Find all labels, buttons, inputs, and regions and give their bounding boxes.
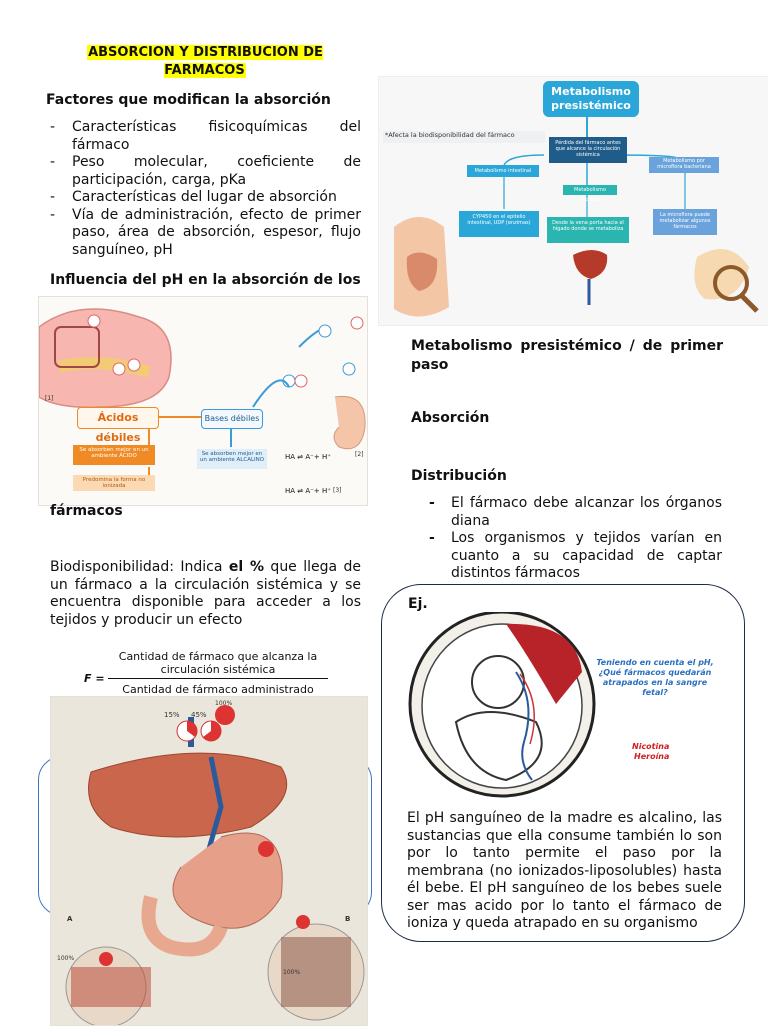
drug-nicotina: Nicotina — [632, 742, 670, 751]
percent-15: 15% — [164, 711, 180, 719]
fetal-figure: Teniendo en cuenta el pH, ¿Qué fármacos … — [406, 612, 722, 800]
ref-2: [2] — [355, 451, 364, 458]
bases-debiles-label: Bases débiles — [201, 409, 263, 429]
list-item: Características fisicoquímicas del fárma… — [46, 119, 361, 154]
acidos-note-2: Predomina la forma no ionizada — [73, 475, 155, 491]
metab-middle-sub: Desde la vena porta hacia el hígado dond… — [547, 217, 629, 243]
metab-right: Metabolismo por microflora bacteriana — [649, 157, 719, 173]
metab-title: Metabolismo presistémico — [543, 81, 639, 117]
distribucion-list: El fármaco debe alcanzar los órganos dia… — [425, 495, 722, 583]
formula-lhs: F = — [84, 672, 105, 685]
list-item: El fármaco debe alcanzar los órganos dia… — [425, 495, 722, 530]
metab-heading: Metabolismo presistémico / de primer pas… — [411, 338, 723, 373]
percent-100-top: 100% — [215, 700, 233, 707]
ph-absorption-figure: Ácidos débiles Bases débiles Se absorben… — [38, 296, 368, 506]
metab-note: *Afecta la biodisponibilidad del fármaco — [383, 131, 545, 143]
acidos-debiles-label: Ácidos débiles — [77, 407, 159, 444]
metab-left: Metabolismo intestinal — [467, 165, 539, 177]
distribucion-heading: Distribución — [411, 468, 507, 484]
drug-heroina: Heroína — [634, 752, 670, 761]
ref-3: [3] — [333, 487, 342, 494]
list-item: Características del lugar de absorción — [46, 189, 361, 207]
ph-heading: Influencia del pH en la absorción de los — [50, 272, 361, 288]
bases-note: Se absorben mejor en un ambiente ALCALIN… — [197, 449, 267, 469]
example-box — [381, 584, 745, 942]
label-b: B — [345, 915, 351, 923]
list-item: Los organismos y tejidos varían en cuant… — [425, 530, 722, 583]
percent-100-right: 100% — [283, 969, 301, 976]
biodisponibilidad-text: Biodisponibilidad: Indica el % que llega… — [50, 559, 361, 628]
equation-1: HA ⇌ A⁻+ H⁺ — [285, 453, 331, 461]
metab-center: Pérdida del fármaco antes que alcance la… — [549, 137, 627, 163]
factores-heading: Factores que modifican la absorción — [46, 92, 331, 108]
absorcion-heading: Absorción — [411, 410, 490, 426]
factores-list: Características fisicoquímicas del fárma… — [46, 119, 361, 259]
ref-1: [1] — [45, 395, 54, 402]
metab-left-sub: CYP450 en el epitelio intestinal, UDP (e… — [459, 211, 539, 237]
percent-45: 45% — [191, 711, 207, 719]
equation-2: HA ⇌ A⁻+ H⁺ — [285, 487, 331, 495]
list-item: Vía de administración, efecto de primer … — [46, 207, 361, 260]
label-a: A — [67, 915, 73, 923]
example-label: Ej. — [408, 596, 428, 612]
ph-heading-continued: fármacos — [50, 503, 123, 519]
formula-numerator: Cantidad de fármaco que alcanza la circu… — [108, 650, 328, 679]
metabolism-mindmap-figure: Metabolismo presistémico *Afecta la biod… — [378, 76, 768, 326]
metab-middle: Metabolismo hepático — [563, 185, 617, 203]
acidos-note: Se absorben mejor en un ambiente ÁCIDO — [73, 445, 155, 465]
document-title: ABSORCION Y DISTRIBUCION DE FARMACOS — [87, 45, 323, 78]
formula-denominator: Cantidad de fármaco administrado — [122, 683, 314, 696]
list-item: Peso molecular, coeficiente de participa… — [46, 154, 361, 189]
metab-right-sub: La microflora puede metabolizar algunos … — [653, 209, 717, 235]
example-text: El pH sanguíneo de la madre es alcalino,… — [407, 810, 722, 931]
liver-metabolism-figure: 15% 45% 100% 100% 100% A B — [50, 696, 368, 1026]
fetal-question: Teniendo en cuenta el pH, ¿Qué fármacos … — [596, 658, 714, 697]
percent-100-left: 100% — [57, 955, 75, 962]
